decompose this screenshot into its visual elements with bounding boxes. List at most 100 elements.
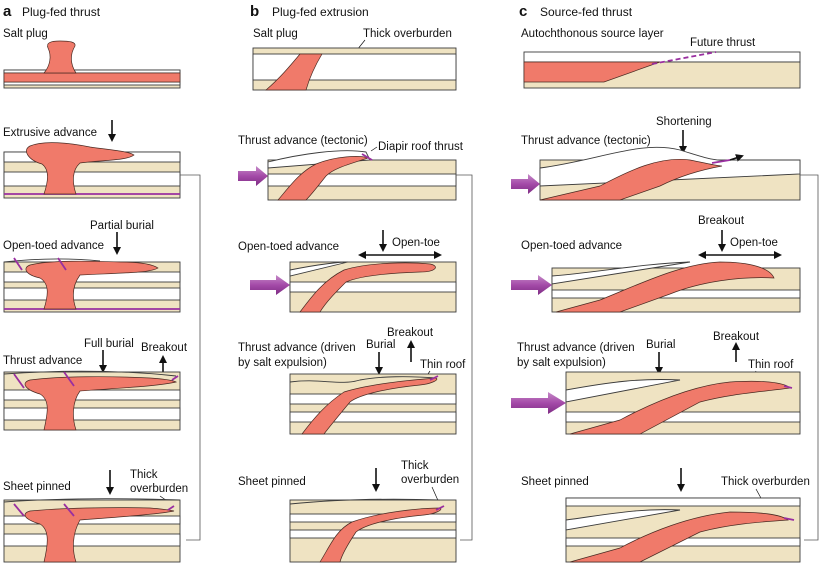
- roof-thrust: [783, 385, 793, 389]
- annotation-thick: Thick: [401, 460, 429, 472]
- salt-plug: [265, 53, 323, 91]
- connector-line: [800, 174, 819, 541]
- annotation-future-thrust: Future thrust: [690, 37, 756, 49]
- salt-sheet: [569, 511, 789, 563]
- b-stage-open-toed-advance: Open-toed advance Open-toe: [238, 230, 457, 313]
- sediment-layer: [523, 51, 801, 63]
- stage-label: Thrust advance (driven: [238, 342, 356, 354]
- roof-thrust: [783, 517, 795, 521]
- thrust-tip-arrow: [729, 154, 744, 162]
- annotation-overburden: overburden: [401, 474, 459, 486]
- b-stage-thrust-advance-expulsion: Thrust advance (driven by salt expulsion…: [238, 327, 466, 435]
- annotation-thin-roof: Thin roof: [748, 359, 794, 371]
- roof-layer: [565, 379, 681, 403]
- stage-label-line2: by salt expulsion): [238, 357, 327, 369]
- annotation-breakout: Breakout: [713, 331, 760, 343]
- roof-thrust: [711, 159, 731, 164]
- c-stage-source-layer: Autochthonous source layer Future thrust: [521, 28, 801, 89]
- annotation-thick: Thick: [130, 469, 158, 481]
- a-stage-extrusive-advance: Extrusive advance: [3, 120, 201, 541]
- panel-letter-b: b: [250, 3, 259, 20]
- a-stage-sheet-pinned: Sheet pinned Thick overburden: [3, 469, 188, 563]
- shortening-push-arrow: [238, 166, 268, 186]
- b-stage-sheet-pinned: Sheet pinned Thick overburden: [238, 460, 459, 563]
- roof-thrust: [13, 257, 67, 271]
- sediment-layer: [3, 81, 181, 86]
- panel-a: a Plug-fed thrust Salt plug Extrusive ad…: [3, 3, 201, 563]
- stage-label: Autochthonous source layer: [521, 28, 664, 40]
- salt-sheet: [299, 262, 436, 313]
- panel-b: b Plug-fed extrusion Salt plug Thick ove…: [238, 3, 473, 563]
- sediment-layer: [289, 393, 457, 405]
- sediment-layer: [3, 389, 181, 401]
- panel-title-b: Plug-fed extrusion: [272, 5, 369, 19]
- salt-sheet: [25, 260, 159, 310]
- shortening-push-arrow: [511, 392, 566, 414]
- roof-line: [289, 498, 441, 505]
- roof-line: [3, 370, 177, 377]
- connector-line: [456, 174, 473, 541]
- roof-layer: [565, 509, 681, 531]
- stage-label: Open-toed advance: [3, 240, 104, 252]
- stage-label: Salt plug: [3, 28, 48, 40]
- future-thrust-line: [651, 51, 717, 65]
- annotation-breakout: Breakout: [698, 215, 745, 227]
- sediment-layer: [289, 411, 457, 423]
- salt-layer: [523, 61, 661, 83]
- stage-label: Sheet pinned: [3, 481, 71, 493]
- roof-thrust: [13, 503, 175, 517]
- annotation-partial-burial: Partial burial: [90, 220, 154, 232]
- roof-line: [289, 376, 437, 383]
- leader-line: [370, 146, 378, 152]
- a-stage-open-toed-advance: Open-toed advance Partial burial: [3, 220, 181, 313]
- salt-layer: [3, 72, 181, 83]
- sediment-layer: [289, 281, 457, 293]
- roof-layer: [289, 261, 349, 277]
- stage-label: Thrust advance (driven: [517, 342, 635, 354]
- salt-sheet: [319, 507, 442, 563]
- c-stage-sheet-pinned: Sheet pinned Thick overburden: [521, 468, 810, 563]
- stage-label: Extrusive advance: [3, 127, 97, 139]
- annotation-open-toe: Open-toe: [730, 237, 778, 249]
- shortening-push-arrow: [250, 275, 290, 295]
- stage-label: Thrust advance: [3, 355, 82, 367]
- stage-label: Open-toed advance: [521, 240, 622, 252]
- shortening-push-arrow: [511, 275, 552, 295]
- sediment-layer: [3, 171, 181, 187]
- stage-label: Thrust advance (tectonic): [521, 135, 651, 147]
- stage-label: Thrust advance (tectonic): [238, 135, 368, 147]
- panel-letter-c: c: [519, 3, 527, 20]
- stage-label: Open-toed advance: [238, 241, 339, 253]
- sediment-layer: [3, 533, 181, 547]
- annotation-full-burial: Full burial: [84, 338, 134, 350]
- annotation-open-toe: Open-toe: [392, 237, 440, 249]
- annotation-overburden: overburden: [130, 483, 188, 495]
- b-stage-thrust-advance-tectonic: Thrust advance (tectonic) Diapir roof th…: [238, 135, 473, 541]
- annotation-breakout: Breakout: [387, 327, 434, 339]
- salt-sheet: [555, 261, 775, 313]
- b-stage-salt-plug: Salt plug Thick overburden: [252, 28, 457, 91]
- sediment-layer: [3, 69, 181, 74]
- annotation-breakout: Breakout: [141, 342, 188, 354]
- stage-label-line2: by salt expulsion): [517, 357, 606, 369]
- salt-sheet: [539, 158, 723, 201]
- salt-sheet: [26, 142, 135, 195]
- annotation-burial: Burial: [366, 339, 395, 351]
- panel-title-c: Source-fed thrust: [540, 5, 633, 19]
- roof-thrust: [361, 153, 373, 161]
- salt-plug: [43, 40, 77, 74]
- annotation-burial: Burial: [646, 339, 675, 351]
- salt-sheet: [569, 380, 791, 435]
- annotation-thin-roof: Thin roof: [420, 359, 466, 371]
- stage-label: Sheet pinned: [238, 476, 306, 488]
- salt-sheet: [24, 507, 175, 563]
- stage-label: Sheet pinned: [521, 476, 589, 488]
- annotation-shortening: Shortening: [656, 116, 712, 128]
- panel-c: c Source-fed thrust Autochthonous source…: [511, 3, 819, 563]
- annotation-diapir-roof-thrust: Diapir roof thrust: [378, 141, 464, 153]
- salt-sheet: [301, 377, 438, 435]
- a-stage-thrust-advance: Thrust advance Full burial Breakout: [3, 338, 188, 431]
- sediment-layer: [565, 411, 801, 423]
- panel-letter-a: a: [3, 3, 12, 20]
